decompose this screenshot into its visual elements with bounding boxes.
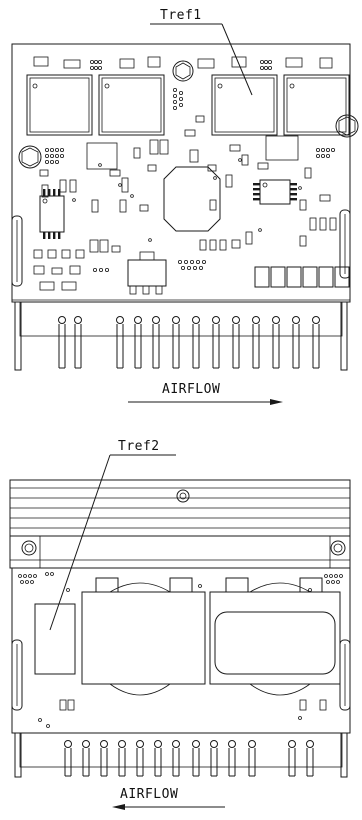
- corner-pin: [14, 732, 22, 778]
- connector-pin: [192, 316, 200, 369]
- left-module: [34, 603, 76, 675]
- top-connector-pins: [14, 301, 348, 371]
- connector-pin: [118, 740, 126, 777]
- transformer-2: [209, 582, 341, 696]
- connector-pin: [192, 740, 200, 777]
- connector-pin: [292, 316, 300, 369]
- left-screw-icon: [18, 145, 42, 169]
- power-module-4: [283, 74, 350, 136]
- connector-pin: [172, 740, 180, 777]
- connector-pin: [172, 316, 180, 369]
- tref1-label: Tref1: [160, 8, 202, 23]
- top-view-figure: Tref1: [11, 8, 359, 405]
- connector-pin: [152, 316, 160, 369]
- connector-pin: [252, 316, 260, 369]
- connector-pin: [100, 740, 108, 777]
- right-soic: [253, 179, 297, 205]
- connector-pin: [58, 316, 66, 369]
- power-module-3: [211, 74, 278, 136]
- tref2-label: Tref2: [118, 439, 160, 454]
- top-edge-pads: [33, 56, 333, 69]
- bottom-airflow-arrow: [112, 804, 225, 810]
- bottom-right-parts: [199, 217, 337, 251]
- via-clusters: [45, 60, 335, 272]
- mid-components: [39, 115, 331, 213]
- power-module-2: [98, 74, 165, 136]
- connector-pin: [212, 316, 220, 369]
- corner-pin: [340, 301, 348, 371]
- connector-pin: [82, 740, 90, 777]
- bottom-small-parts: [59, 699, 327, 711]
- connector-pin: [312, 316, 320, 369]
- central-ic: [163, 166, 221, 232]
- connector-header: [19, 301, 343, 337]
- heatsink: [9, 479, 351, 569]
- tref1-leader-line: [221, 23, 253, 96]
- connector-pin: [210, 740, 218, 777]
- connector-header: [19, 732, 343, 768]
- bottom-view-figure: Tref2: [9, 439, 351, 810]
- capacitor-row: [254, 266, 350, 288]
- connector-pin: [272, 316, 280, 369]
- connector-pin: [136, 740, 144, 777]
- connector-pin: [228, 740, 236, 777]
- top-airflow-arrow: [128, 399, 283, 405]
- top-side-clips: [11, 209, 351, 287]
- corner-pin: [14, 301, 22, 371]
- connector-pin: [306, 740, 314, 777]
- bottom-connector-pins: [14, 732, 348, 778]
- connector-pin: [288, 740, 296, 777]
- connector-pin: [116, 316, 124, 369]
- top-airflow-label: AIRFLOW: [162, 382, 220, 397]
- bottom-airflow-label: AIRFLOW: [120, 787, 178, 802]
- right-screw-icon: [335, 114, 359, 138]
- connector-pin: [248, 740, 256, 777]
- corner-pin: [340, 732, 348, 778]
- connector-pin: [64, 740, 72, 777]
- transformer-1: [81, 582, 206, 696]
- top-screw-icon: [172, 60, 194, 82]
- left-soic: [39, 189, 65, 239]
- connector-pin: [154, 740, 162, 777]
- connector-pin: [232, 316, 240, 369]
- bottom-left-parts: [33, 239, 121, 291]
- connector-pin: [74, 316, 82, 369]
- tref2-leader-line: [49, 454, 111, 631]
- power-module-1: [26, 74, 93, 136]
- connector-pin: [134, 316, 142, 369]
- bottom-via-clusters: [18, 572, 343, 728]
- bottom-side-clips: [11, 639, 351, 711]
- top-tabs: [95, 577, 323, 593]
- regulator: [127, 251, 167, 295]
